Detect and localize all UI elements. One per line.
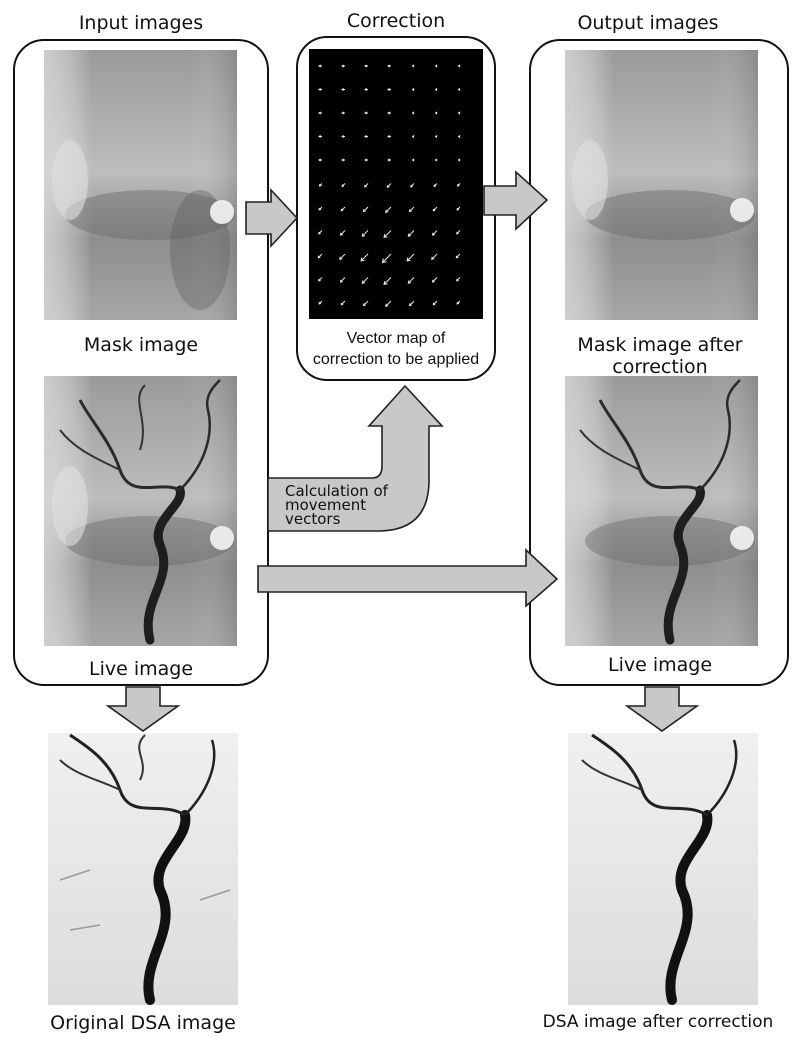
input-images-header: Input images (79, 12, 203, 34)
mask-image-label: Mask image (84, 334, 198, 356)
mask-image-output (565, 50, 758, 320)
live-image-label-right: Live image (608, 654, 712, 676)
arrow-correction-to-output-mask (484, 172, 547, 229)
live-image-output (565, 376, 758, 646)
arrow-input-to-original-dsa (108, 687, 178, 731)
mask-after-correction-label-line1: Mask image after (577, 334, 742, 356)
arrow-live-to-output-live (258, 550, 557, 606)
mask-image-input (44, 50, 237, 320)
live-image-input (44, 376, 237, 646)
arrow-mask-to-correction (246, 190, 297, 246)
original-dsa-image-label: Original DSA image (50, 1012, 236, 1034)
mask-after-correction-label-line2: correction (612, 356, 707, 378)
vector-map-label-line2: correction to be applied (313, 351, 479, 368)
dsa-after-correction-label: DSA image after correction (543, 1012, 774, 1032)
calculation-label-line3: vectors (285, 510, 341, 528)
original-dsa-image (48, 733, 238, 1005)
arrow-output-to-dsa-after-correction (627, 687, 697, 731)
correction-header: Correction (347, 10, 445, 32)
live-image-label-left: Live image (89, 658, 193, 680)
vector-map-label-line1: Vector map of (347, 330, 446, 347)
vector-map-image (309, 49, 483, 319)
output-images-header: Output images (577, 12, 718, 34)
dsa-after-correction-image (568, 733, 758, 1005)
